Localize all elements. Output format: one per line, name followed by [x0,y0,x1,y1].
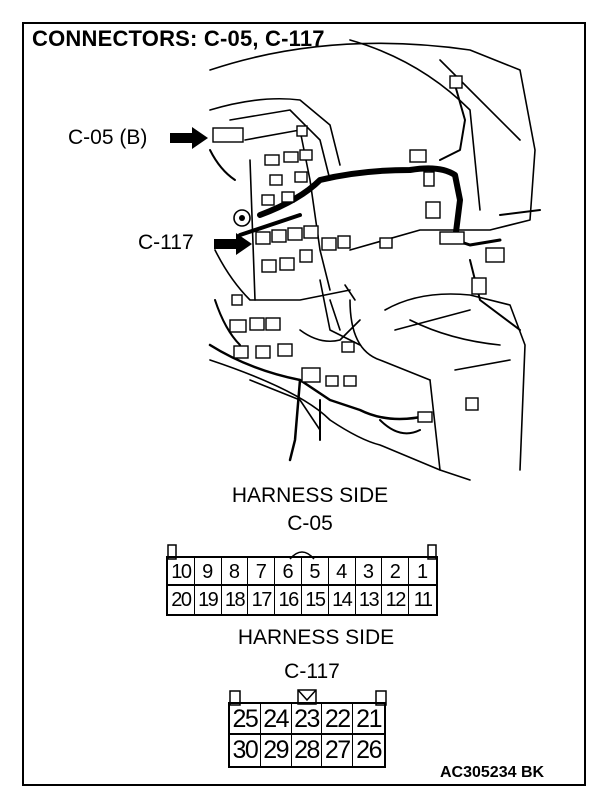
pin-22: 22 [322,704,354,735]
pin-21: 21 [353,704,384,735]
pin-15: 15 [302,586,329,614]
pin-7: 7 [248,558,276,586]
c117-connector-name: C-117 [284,660,340,683]
pin-27: 27 [322,735,354,766]
figure-title: CONNECTORS: C-05, C-117 [32,26,325,51]
pin-23: 23 [291,704,323,735]
pin-11: 11 [413,589,433,611]
pin-20: 20 [168,586,195,614]
callout-c05-label: C-05 (B) [68,126,148,149]
callout-c117-label: C-117 [138,231,194,254]
pin-26: 26 [356,736,382,764]
pin-29: 29 [261,735,292,766]
pin-3: 3 [355,558,383,586]
pin-5: 5 [302,558,329,586]
c05-connector-name: C-05 [287,512,333,535]
pin-8: 8 [221,558,249,586]
pin-2: 2 [382,558,410,586]
pin-16: 16 [275,586,302,614]
pin-13: 13 [356,586,383,614]
pin-1: 1 [409,558,436,586]
figure-frame [22,22,586,786]
pin-28: 28 [292,735,323,766]
c05-harness-side-label: HARNESS SIDE [231,484,389,507]
pin-14: 14 [329,586,356,614]
pin-24: 24 [260,704,292,735]
c117-harness-side-label: HARNESS SIDE [237,626,395,649]
pin-9: 9 [194,558,222,586]
document-id: AC305234 BK [440,764,545,781]
pin-6: 6 [275,558,302,586]
pin-10: 10 [168,558,195,586]
pin-12: 12 [382,586,410,614]
arrow-c117-icon [214,233,252,255]
pin-18: 18 [222,586,249,614]
pin-19: 19 [195,586,222,614]
arrow-c05-icon [170,127,208,149]
pin-30: 30 [230,735,261,766]
pin-25: 25 [230,704,261,735]
c117-connector-housing [229,689,387,706]
pin-4: 4 [328,558,356,586]
pin-17: 17 [248,586,276,614]
